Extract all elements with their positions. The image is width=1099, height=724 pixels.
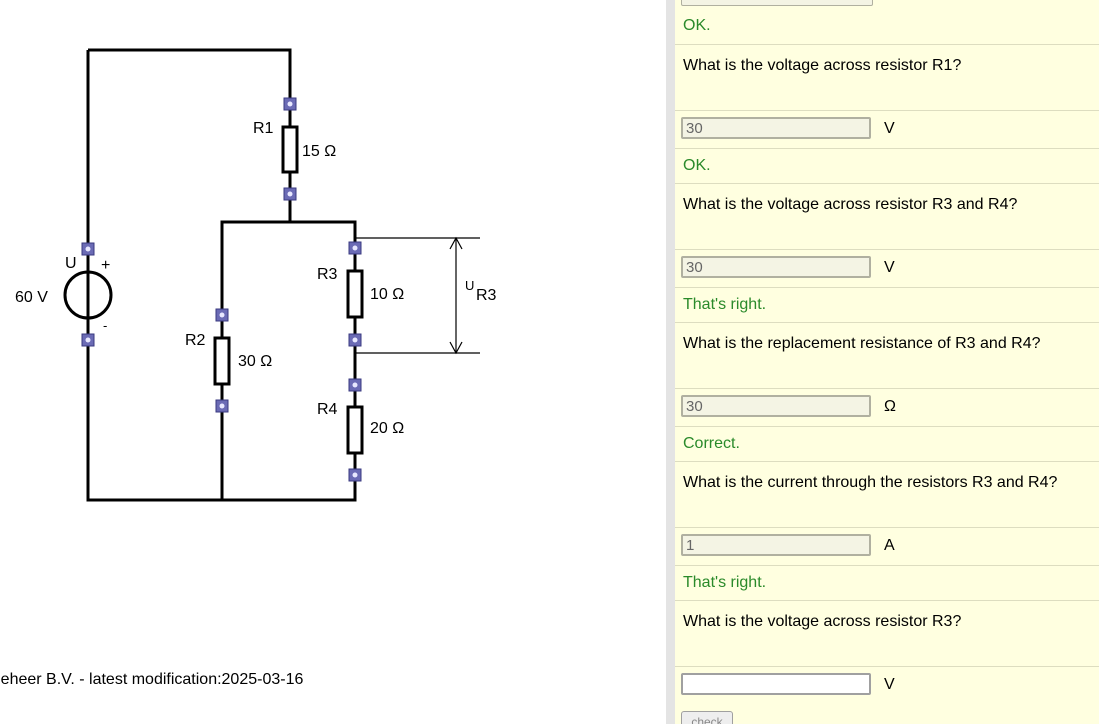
- answer-row: V: [675, 667, 1099, 705]
- unit-label: V: [884, 120, 895, 137]
- source-minus-label: -: [103, 318, 107, 333]
- ur3-arrow-head-top: [449, 236, 463, 250]
- connection-node: [81, 333, 95, 347]
- feedback-text: That's right.: [683, 296, 767, 313]
- question-row: What is the voltage across resistor R1?: [675, 45, 1099, 111]
- resistor-r1: [281, 125, 299, 174]
- ur3-arrow-head-bottom: [449, 341, 463, 355]
- source-plus-label: +: [101, 257, 110, 274]
- ur3-sub-label: R3: [476, 287, 497, 304]
- unit-label: A: [884, 537, 895, 554]
- unit-label: V: [884, 676, 895, 693]
- r1-value-label: 15 Ω: [302, 143, 336, 160]
- question-row: What is the voltage across resistor R3?: [675, 601, 1099, 667]
- source-u-label: U: [65, 255, 77, 272]
- connection-node: [348, 378, 362, 392]
- feedback-text: That's right.: [683, 574, 767, 591]
- answer-row: V: [675, 250, 1099, 288]
- unit-label: V: [884, 259, 895, 276]
- footer-modification-text: Beheer B.V. - latest modification:2025-0…: [0, 671, 304, 688]
- answer-input[interactable]: [681, 395, 871, 417]
- circuit-diagram: 60 V U + - R1 15 Ω R2 30 Ω R3 10 Ω R4 20…: [15, 48, 497, 502]
- circuit-panel: 60 V U + - R1 15 Ω R2 30 Ω R3 10 Ω R4 20…: [0, 48, 497, 688]
- connection-node: [215, 308, 229, 322]
- r4-name-label: R4: [317, 401, 338, 418]
- feedback-text: OK.: [683, 17, 711, 34]
- r2-value-label: 30 Ω: [238, 353, 272, 370]
- answer-input[interactable]: [681, 534, 871, 556]
- question-row: What is the replacement resistance of R3…: [675, 323, 1099, 389]
- unit-label: Ω: [884, 398, 896, 415]
- answer-row: V: [675, 111, 1099, 149]
- question-row: What is the current through the resistor…: [675, 462, 1099, 528]
- r1-name-label: R1: [253, 120, 274, 137]
- answer-row: Ω: [675, 389, 1099, 427]
- connection-node: [283, 187, 297, 201]
- check-button[interactable]: check: [681, 711, 733, 724]
- feedback-text: OK.: [683, 157, 711, 174]
- previous-answer-input[interactable]: [681, 0, 873, 6]
- wire-top-left: [88, 48, 292, 104]
- r2-name-label: R2: [185, 332, 206, 349]
- connection-node: [348, 468, 362, 482]
- feedback-row: Correct.: [675, 427, 1099, 462]
- panel-divider[interactable]: [666, 0, 675, 724]
- answer-input[interactable]: [681, 117, 871, 139]
- r4-value-label: 20 Ω: [370, 420, 404, 437]
- source-voltage-label: 60 V: [15, 289, 48, 306]
- feedback-row: That's right.: [675, 566, 1099, 601]
- question-text: What is the current through the resistor…: [683, 474, 1058, 491]
- feedback-row: OK.: [675, 149, 1099, 184]
- r3-name-label: R3: [317, 266, 338, 283]
- question-text: What is the replacement resistance of R3…: [683, 335, 1041, 352]
- feedback-row: That's right.: [675, 288, 1099, 323]
- connection-node: [348, 333, 362, 347]
- ur3-main-label: U: [465, 278, 474, 293]
- answer-input[interactable]: [681, 256, 871, 278]
- wire-mid-junction: [220, 220, 357, 315]
- resistor-r3: [346, 269, 364, 319]
- question-text: What is the voltage across resistor R1?: [683, 57, 962, 74]
- answer-row: A: [675, 528, 1099, 566]
- feedback-text: Correct.: [683, 435, 740, 452]
- question-text: What is the voltage across resistor R3 a…: [683, 196, 1018, 213]
- connection-node: [283, 97, 297, 111]
- resistor-r4: [346, 405, 364, 455]
- feedback-row: OK.: [675, 9, 1099, 45]
- question-row: What is the voltage across resistor R3 a…: [675, 184, 1099, 250]
- resistor-r2: [213, 336, 231, 386]
- question-text: What is the voltage across resistor R3?: [683, 613, 962, 630]
- r3-value-label: 10 Ω: [370, 286, 404, 303]
- question-panel: OK. What is the voltage across resistor …: [675, 0, 1099, 724]
- connection-node: [81, 242, 95, 256]
- connection-node: [348, 241, 362, 255]
- answer-input[interactable]: [681, 673, 871, 695]
- connection-node: [215, 399, 229, 413]
